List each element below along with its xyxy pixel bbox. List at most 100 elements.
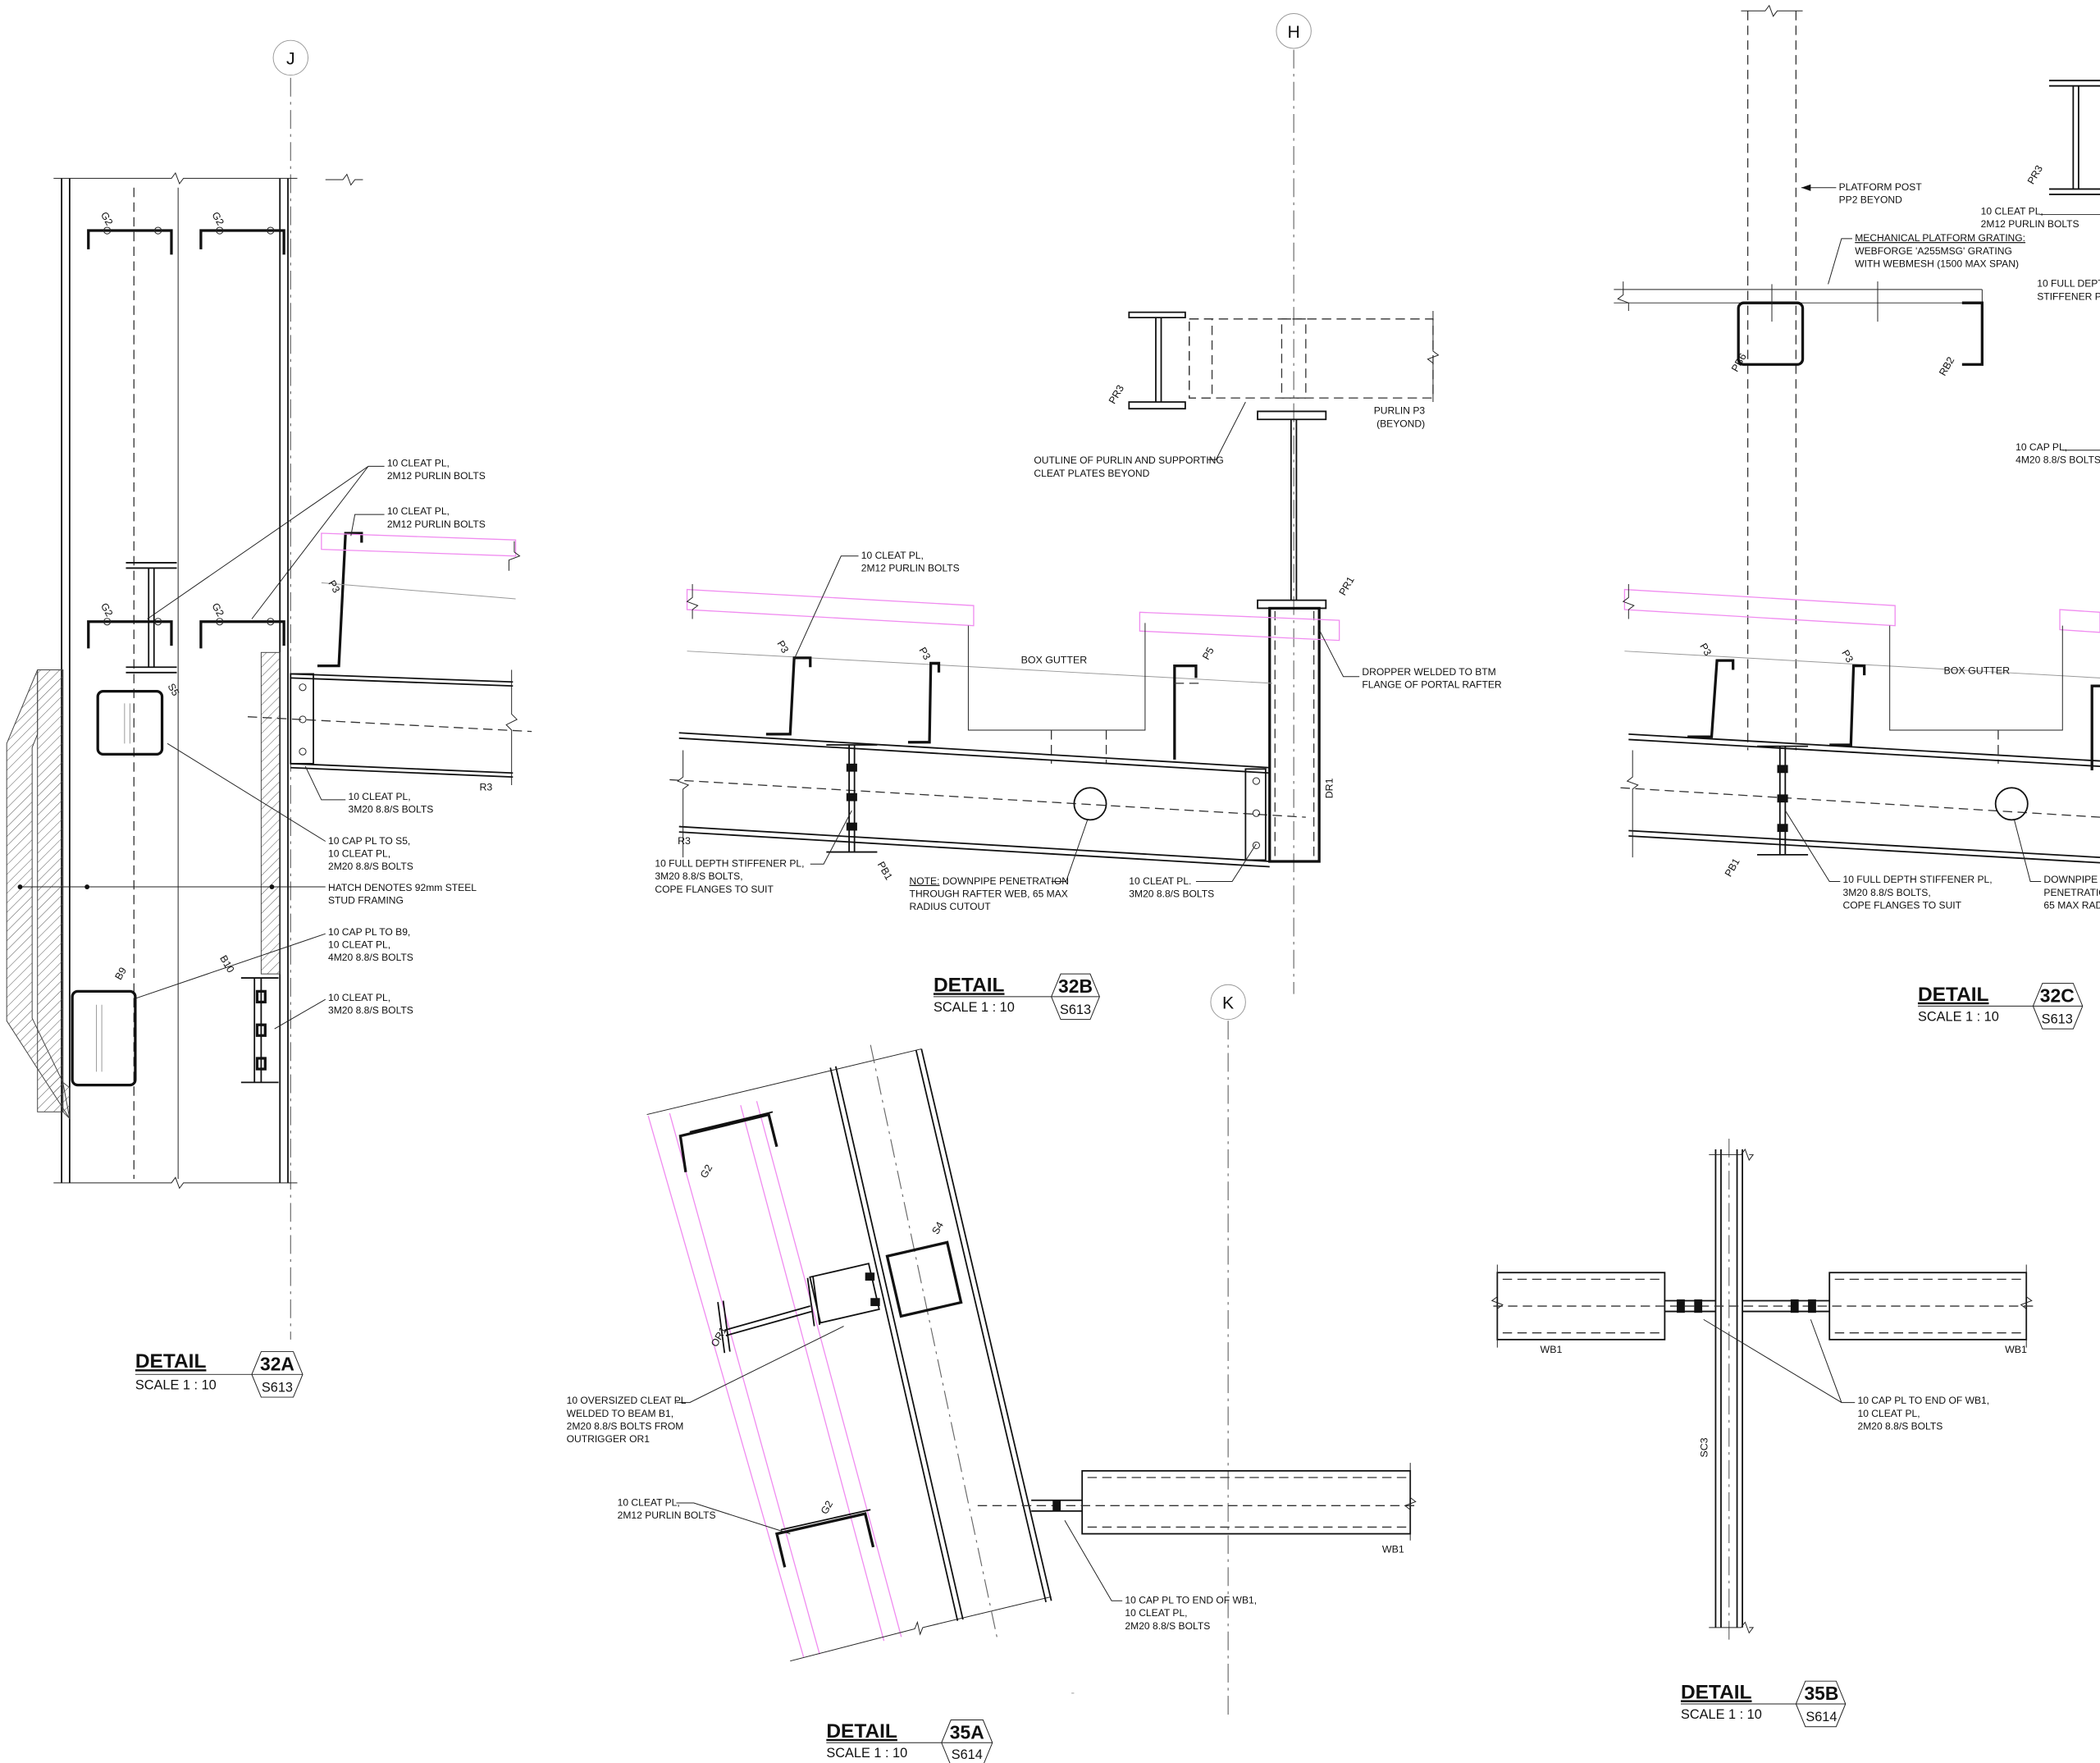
note-line: 2M20 8.8/S BOLTS: [328, 861, 413, 872]
note-line: CLEAT PLATES BEYOND: [1034, 468, 1149, 479]
note-line: 3M20 8.8/S BOLTS,: [655, 870, 742, 882]
note: PURLIN P3(BEYOND): [1374, 405, 1426, 430]
note: 10 FULL DEPTH STIFFENER PL,3M20 8.8/S BO…: [1843, 874, 1993, 911]
member-label: P3: [326, 578, 342, 595]
grid-line-h: H: [1276, 13, 1312, 994]
member-label: PR3: [1107, 383, 1126, 406]
note-line: 3M20 8.8/S BOLTS: [328, 1004, 413, 1016]
note: 10 CLEAT PL,2M12 PURLIN BOLTS: [1981, 205, 2079, 230]
note: 10 CLEAT PL, 3M20 8.8/S BOLTS: [348, 791, 433, 815]
member-label: G2: [209, 601, 226, 619]
detail-ref: 32C: [2040, 984, 2075, 1006]
detail-scale: SCALE 1 : 10: [1681, 1707, 1762, 1722]
member-label: WB1: [1541, 1344, 1563, 1355]
note-line: 4M20 8.8/S BOLTS: [328, 952, 413, 963]
note-line: FLANGE OF PORTAL RAFTER: [1362, 679, 1502, 691]
note-line: DROPPER WELDED TO BTM: [1362, 666, 1495, 678]
sheet-ref: S613: [262, 1381, 293, 1395]
note-line: MECHANICAL PLATFORM GRATING:: [1855, 232, 2025, 244]
grid-bubble-k: K: [1222, 994, 1234, 1013]
note-line: 10 CAP PL TO END OF WB1,: [1857, 1395, 1989, 1406]
member-label: RB2: [1937, 355, 1956, 378]
note-line: 3M20 8.8/S BOLTS: [348, 804, 433, 815]
sheet-ref: S613: [2042, 1012, 2073, 1027]
note: 10 CLEAT PL,2M12 PURLIN BOLTS: [618, 1496, 716, 1521]
detail-32c-title-block: DETAIL SCALE 1 : 10 32C S613: [1918, 983, 2084, 1030]
note: 10 CAP PL TO B9,10 CLEAT PL,4M20 8.8/S B…: [328, 926, 413, 963]
detail-ref: 32B: [1058, 975, 1093, 997]
detail-title: DETAIL: [1681, 1681, 1752, 1703]
note-line: 10 CLEAT PL,: [861, 550, 924, 561]
detail-ref: 35B: [1804, 1683, 1838, 1704]
note-line: COPE FLANGES TO SUIT: [655, 884, 774, 895]
member-label: P3: [1839, 648, 1856, 665]
member-label: R3: [678, 835, 691, 847]
member-label: G2: [698, 1162, 714, 1180]
note: 10 CAP PL TO S5,10 CLEAT PL, 2M20 8.8/S B…: [328, 835, 413, 872]
note-line: 10 CLEAT PL,: [1125, 1607, 1187, 1619]
note-line: 2M12 PURLIN BOLTS: [387, 518, 486, 530]
member-label: OR1: [709, 1325, 729, 1349]
member-label: WB1: [2005, 1344, 2027, 1355]
member-label: BOX GUTTER: [1944, 665, 2011, 676]
note: 10 CAP PL TO END OF WB1, 10 CLEAT PL, 2M20…: [1857, 1395, 1989, 1432]
sheet-ref: S613: [1060, 1003, 1091, 1017]
note-line: 10 CLEAT PL,: [1857, 1408, 1920, 1419]
detail-scale: SCALE 1 : 10: [135, 1377, 217, 1392]
note-line: 10 CLEAT PL,: [328, 847, 390, 859]
note-line: DOWNPIPE: [2043, 874, 2098, 885]
detail-ref: 35A: [950, 1721, 984, 1742]
note-line: 10 CAP PL TO END OF WB1,: [1125, 1594, 1257, 1605]
note-line: 10 CLEAT PL,: [387, 457, 450, 468]
detail-ref: 32A: [260, 1353, 294, 1374]
note-line: RADIUS CUTOUT: [910, 901, 992, 912]
note-line: 3M20 8.8/S BOLTS: [1129, 888, 1214, 899]
note-line: OUTLINE OF PURLIN AND SUPPORTING: [1034, 454, 1223, 466]
detail-title: DETAIL: [826, 1720, 897, 1742]
detail-32b-drawing: [669, 310, 1440, 882]
note-line: 10 CLEAT PL,: [348, 791, 410, 802]
note-line: 10 CAP PL TO S5,: [328, 835, 410, 847]
note-line: 2M12 PURLIN BOLTS: [861, 563, 960, 574]
member-label: PR1: [1337, 574, 1357, 597]
note-line: (BEYOND): [1376, 418, 1425, 429]
note: OUTLINE OF PURLIN AND SUPPORTING CLEAT PL…: [1034, 454, 1223, 479]
detail-32c-drawing: [1614, 4, 2100, 882]
note-line: 2M12 PURLIN BOLTS: [618, 1510, 716, 1521]
note-line: 10 CLEAT PL.: [1129, 875, 1191, 887]
note-line: WELDED TO BEAM B1,: [567, 1408, 673, 1419]
note-line: THROUGH RAFTER WEB, 65 MAX: [910, 888, 1068, 899]
note-line: NOTE: DOWNPIPE PENETRATION: [910, 875, 1069, 887]
member-label: G2: [98, 601, 115, 619]
note-line: 10 FULL DEPTH STIFFENER PL,: [655, 858, 804, 870]
detail-title: DETAIL: [934, 974, 1005, 996]
member-label: BOX GUTTER: [1021, 654, 1088, 665]
member-label: G2: [819, 1499, 835, 1516]
note-line: 10 CAP PL TO B9,: [328, 926, 410, 938]
note: MECHANICAL PLATFORM GRATING:WEBFORGE 'A2…: [1855, 232, 2025, 269]
note: 10 CLEAT PL,2M12 PURLIN BOLTS: [387, 457, 486, 482]
note-line: 4M20 8.8/S BOLTS: [2016, 454, 2100, 465]
note-line: 2M12 PURLIN BOLTS: [1981, 218, 2079, 230]
detail-32a-drawing: [6, 171, 532, 1190]
detail-35a-title-block: DETAIL SCALE 1 : 10 35A S614: [826, 1720, 993, 1763]
note-line: HATCH DENOTES 92mm STEEL: [328, 882, 477, 893]
note-line: 10 CLEAT PL,: [1981, 205, 2043, 217]
note-line: STUD FRAMING: [328, 895, 404, 907]
note-line: 10 FULL DEPTH STIFFENER PL,: [1843, 874, 1993, 885]
detail-35b-drawing: [1491, 1138, 2034, 1642]
member-label: S4: [929, 1220, 946, 1236]
grid-line-j: J: [272, 39, 308, 1340]
detail-scale: SCALE 1 : 10: [1918, 1009, 1999, 1024]
note-line: 2M20 8.8/S BOLTS: [1857, 1421, 1942, 1432]
note: 10 CLEAT PL,2M12 PURLIN BOLTS: [387, 505, 486, 530]
member-label: G2: [209, 210, 226, 227]
member-label: P3: [1697, 642, 1714, 658]
note: 10 CLEAT PL,3M20 8.8/S BOLTS: [328, 992, 413, 1016]
note-line: WEBFORGE 'A255MSG' GRATING: [1855, 245, 2012, 257]
member-label: P3: [774, 638, 791, 655]
